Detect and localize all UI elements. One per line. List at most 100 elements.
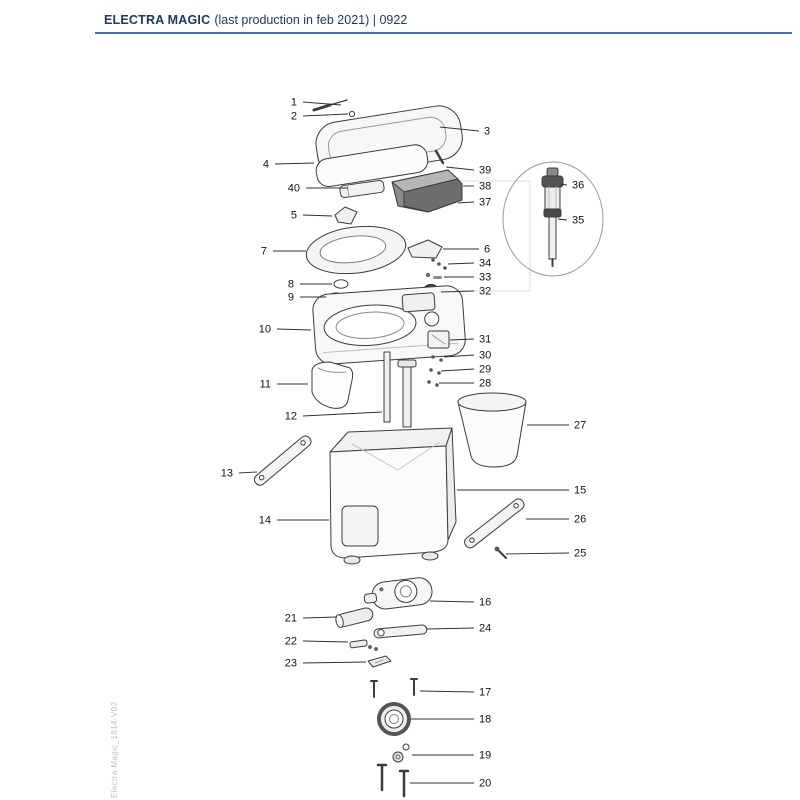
part-26-bracket-right [464,498,525,549]
callout-line-37 [457,201,475,204]
callout-number-15: 15 [574,485,586,497]
part-17-pins [370,678,418,698]
callout-number-10: 10 [259,324,271,336]
callout-line-2 [302,113,349,117]
callout-number-21: 21 [285,613,297,625]
callout-number-28: 28 [479,378,491,390]
part-11-funnel [311,361,354,409]
part-31-bracket [427,330,450,349]
callout-number-9: 9 [288,292,294,304]
callout-line-12 [302,411,383,417]
callout-number-14: 14 [259,515,271,527]
callout-number-22: 22 [285,636,297,648]
callout-number-18: 18 [479,714,491,726]
callout-number-11: 11 [260,379,271,391]
callout-number-30: 30 [479,350,491,362]
part-19-nut [392,743,410,763]
callout-line-35 [557,218,568,221]
callout-line-34 [447,262,475,265]
part-21-handle [335,607,374,628]
callout-number-7: 7 [261,246,267,258]
part-13-bracket-left [253,435,312,486]
callout-line-32 [440,290,475,293]
callout-line-1 [302,101,342,106]
part-6-bracket [407,239,443,259]
part-35-pump-seal [543,208,562,218]
callout-line-16 [429,600,475,603]
callout-number-34: 34 [479,258,491,270]
callout-line-3 [439,126,480,132]
callout-number-32: 32 [479,286,491,298]
callout-number-38: 38 [479,181,491,193]
part-5-wedge [334,206,358,225]
header-rule [95,32,792,34]
callout-number-16: 16 [479,597,491,609]
callout-number-29: 29 [479,364,491,376]
doc-title: ELECTRA MAGIC [104,13,211,27]
part-36-pump-cap [546,167,559,177]
callout-number-3: 3 [484,126,490,138]
doc-subtitle: (last production in feb 2021) | 0922 [214,13,408,27]
part-30-screws [431,355,443,362]
callout-line-39 [445,166,475,171]
part-34-screws [431,258,447,270]
callout-line-25 [505,552,570,555]
callout-number-35: 35 [572,215,584,227]
callout-number-23: 23 [285,658,297,670]
part-29-screws [429,368,441,375]
callout-line-21 [302,616,338,619]
part-1-hinge-pin [312,99,348,112]
callout-number-24: 24 [479,623,491,635]
callout-number-5: 5 [291,210,297,222]
callout-number-1: 1 [291,97,297,109]
callout-number-31: 31 [479,334,491,346]
part-20-bolts [376,763,410,798]
part-18-bearing-ring [377,702,411,736]
callout-line-29 [440,368,475,372]
part-10-upper-tank [312,285,466,365]
callout-line-31 [449,338,475,341]
callout-line-5 [302,214,333,217]
callout-number-39: 39 [479,165,491,177]
callout-number-40: 40 [288,183,300,195]
part-40-hinge-bracket [339,180,385,198]
callout-number-25: 25 [574,548,586,560]
inset-link-box [447,180,531,292]
callout-line-10 [276,328,312,331]
part-33-fasteners [425,272,442,279]
callout-number-19: 19 [479,750,491,762]
callout-line-30 [443,354,475,358]
part-16-pump-base [363,577,433,610]
part-22-clip [349,639,378,651]
inset-detail [502,161,604,277]
callout-line-22 [302,640,349,643]
part-8-gasket [333,279,349,289]
callout-line-36 [559,183,568,186]
part-24-lever [373,624,428,639]
callout-line-4 [274,162,315,165]
callout-number-36: 36 [572,180,584,192]
callout-layer: 1234567891011121314151617181920212223242… [221,97,587,790]
callout-number-4: 4 [263,159,269,171]
callout-line-24 [426,627,475,630]
header: ELECTRA MAGIC(last production in feb 202… [104,13,407,27]
callout-line-17 [419,690,475,693]
callout-number-27: 27 [574,420,586,432]
callout-number-8: 8 [288,279,294,291]
callout-number-20: 20 [479,778,491,790]
part-12-tubes [383,351,417,428]
callout-number-17: 17 [479,687,491,699]
callout-line-13 [238,471,258,474]
callout-number-2: 2 [291,111,297,123]
watermark-text: Electra Magic_1814-V02 [110,701,119,798]
part-27-bucket [457,392,527,468]
callout-number-6: 6 [484,244,490,256]
part-4-lid-underside [315,144,429,188]
part-39-pin [434,149,445,165]
callout-number-13: 13 [221,468,233,480]
part-25-screw [494,546,507,559]
part-28-screws [427,380,439,387]
part-23-clip [367,655,392,668]
part-2-screw [348,110,356,118]
